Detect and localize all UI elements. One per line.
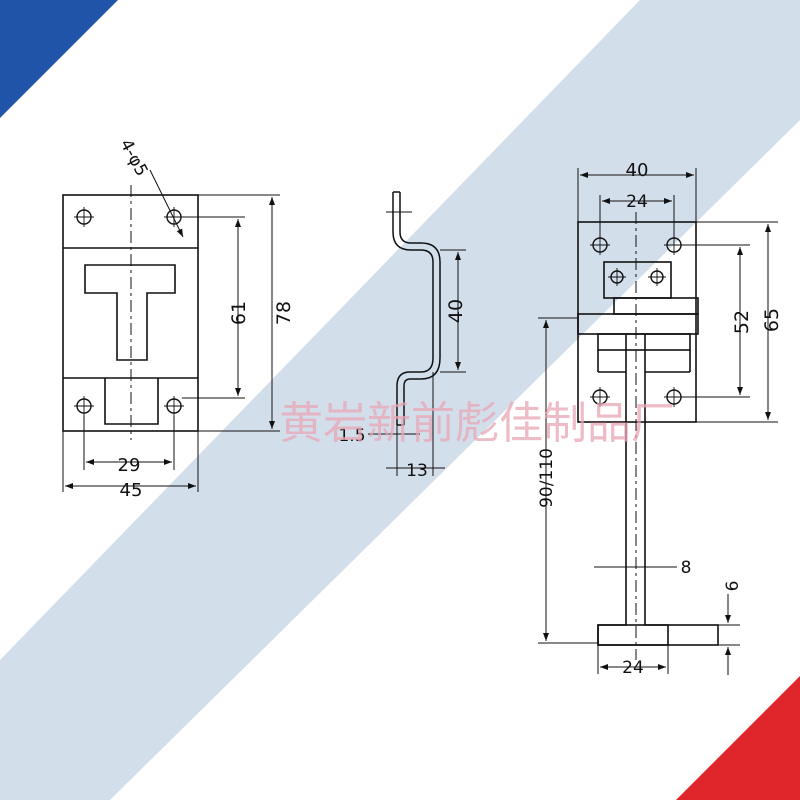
right-holes — [590, 235, 684, 407]
bracket-profile-outer — [392, 192, 434, 425]
watermark-text: 黄岩新前彪佳制品厂 — [279, 398, 675, 449]
dim-6-label: 6 — [723, 581, 743, 592]
dim-13-label: 13 — [406, 461, 428, 481]
corner-blue-triangle — [0, 0, 118, 118]
dim-52-label: 52 — [731, 310, 753, 334]
dim-29-label: 29 — [118, 455, 141, 476]
dim-1-5-label: 1.5 — [338, 426, 365, 446]
dim-65-label: 65 — [761, 308, 783, 332]
left-dimensions — [62, 169, 280, 492]
left-view — [62, 169, 280, 492]
dim-61-label: 61 — [228, 301, 250, 325]
dim-90-110-label: 90/110 — [537, 448, 557, 508]
t-slot-cutout — [84, 264, 176, 361]
dim-40-top-label: 40 — [626, 160, 649, 181]
dim-24-top-label: 24 — [626, 192, 648, 212]
right-dimensions — [538, 168, 778, 675]
t-stem-shoulder — [597, 333, 691, 351]
side-dimensions — [368, 249, 466, 476]
leader-4-phi5 — [149, 169, 184, 238]
dim-24-bottom-label: 24 — [622, 658, 644, 678]
corner-red-triangle — [676, 676, 800, 800]
dim-45-label: 45 — [120, 480, 143, 501]
side-labels: 40 1.5 13 — [338, 299, 467, 481]
dim-40-side-label: 40 — [445, 299, 467, 323]
bracket-profile-inner — [399, 192, 441, 425]
hole-crosshairs — [74, 207, 184, 416]
left-labels: 4-φ5 78 61 29 45 — [116, 136, 295, 501]
right-hole-crosshairs — [590, 235, 684, 407]
right-view — [538, 168, 778, 675]
foot-plate — [597, 624, 719, 646]
left-holes — [74, 207, 184, 416]
side-view — [368, 191, 466, 476]
dim-8-label: 8 — [681, 558, 692, 578]
right-labels: 40 24 65 52 90/110 8 6 24 — [537, 160, 783, 678]
dim-78-label: 78 — [273, 301, 295, 325]
